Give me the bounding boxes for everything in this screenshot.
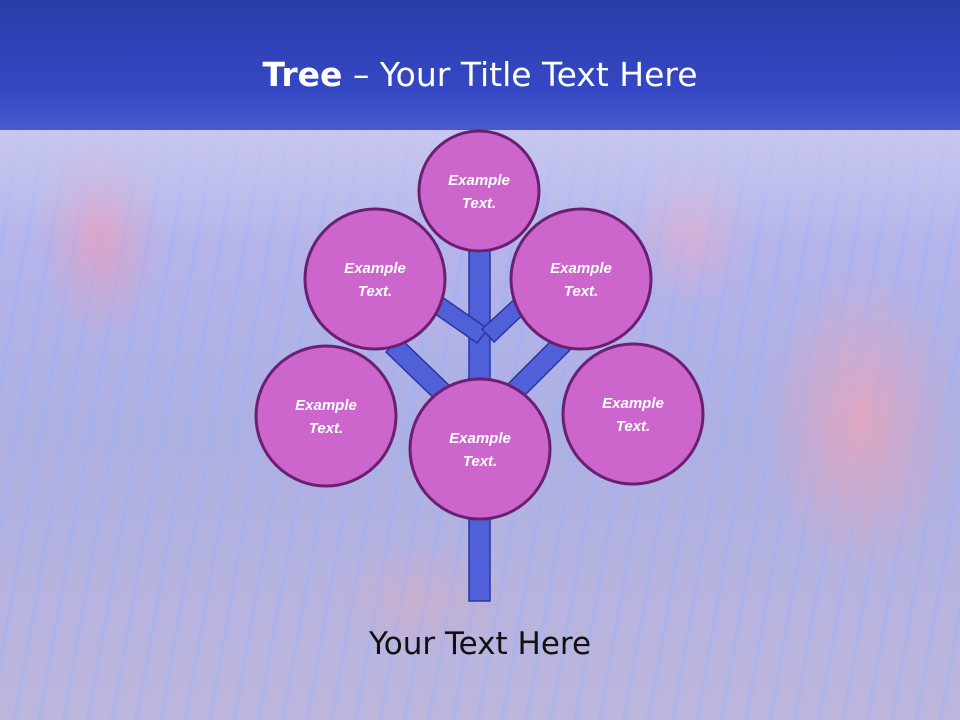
tree-node-upper-left: Example Text. — [303, 207, 447, 351]
title-bar: Tree – Your Title Text Here — [0, 0, 960, 130]
svg-text:Text.: Text. — [309, 420, 343, 437]
slide-title: Tree – Your Title Text Here — [0, 53, 960, 97]
svg-text:Text.: Text. — [463, 453, 497, 470]
tree-node-lower-right: Example Text. — [561, 342, 705, 486]
svg-text:Example: Example — [448, 172, 510, 189]
svg-text:Text.: Text. — [462, 195, 496, 212]
svg-text:Text.: Text. — [358, 283, 392, 300]
svg-text:Example: Example — [295, 397, 357, 414]
svg-text:Example: Example — [344, 260, 406, 277]
tree-node-center: Example Text. — [408, 377, 552, 521]
title-text: – Your Title Text Here — [352, 55, 698, 94]
svg-text:Example: Example — [449, 430, 511, 447]
svg-text:Text.: Text. — [564, 283, 598, 300]
tree-node-upper-right: Example Text. — [509, 207, 653, 351]
tree-node-lower-left: Example Text. — [254, 344, 398, 488]
svg-text:Example: Example — [550, 260, 612, 277]
svg-text:Text.: Text. — [616, 418, 650, 435]
title-bold: Tree — [262, 55, 343, 94]
tree-node-top: Example Text. — [417, 129, 541, 253]
caption-text: Your Text Here — [368, 626, 592, 662]
svg-text:Example: Example — [602, 395, 664, 412]
